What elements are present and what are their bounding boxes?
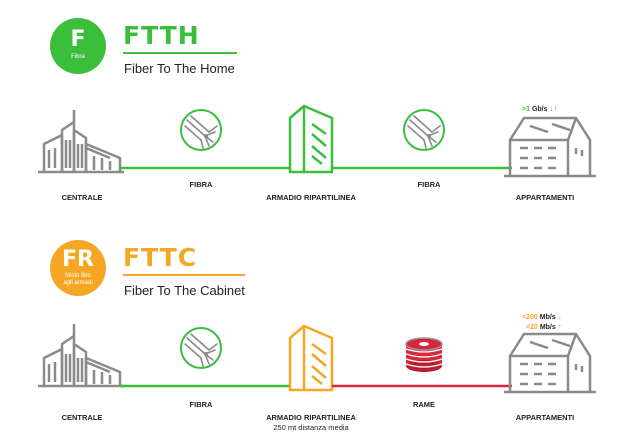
fttc-badge-sub-1: Misto fibo — [65, 273, 91, 279]
ftth-appartamenti-building — [502, 116, 598, 178]
ftth-speed-arrows-icon: ↓↑ — [549, 104, 558, 113]
fttc-label-appartamenti: APPARTAMENTI — [515, 413, 575, 422]
fttc-label-fibra: FIBRA — [189, 400, 213, 409]
fttc-title-underline — [123, 274, 245, 276]
ftth-badge: F Fibra — [50, 18, 106, 74]
fttc-centrale-building — [36, 322, 126, 388]
fttc-speed-down: <200 Mb/s ↓ — [522, 312, 562, 321]
fttc-badge-letter: FR — [62, 247, 94, 272]
fttc-speed-up: <20 Mb/s ↑ — [526, 322, 562, 331]
ftth-speed-unit: Gb/s — [531, 106, 548, 113]
ftth-label-centrale: CENTRALE — [61, 193, 103, 202]
fttc-badge-sub-2: agli armadi — [63, 280, 93, 286]
fttc-speed-down-value: <200 — [522, 314, 538, 321]
ftth-label-fibra-2: FIBRA — [417, 180, 441, 189]
ftth-speed-value: >1 — [522, 106, 530, 113]
ftth-badge-letter: F — [70, 27, 86, 52]
fttc-subtitle: Fiber To The Cabinet — [124, 283, 245, 298]
fttc-label-centrale: CENTRALE — [61, 413, 103, 422]
fttc-title: FTTC — [123, 243, 198, 272]
ftth-subtitle: Fiber To The Home — [124, 61, 235, 76]
ftth-title-underline — [123, 52, 237, 54]
fttc-label-armadio-sub: 250 mt distanza media — [273, 423, 349, 432]
ftth-centrale-building — [36, 108, 126, 174]
arrow-down-icon: ↓ — [557, 312, 562, 321]
fttc-badge: FR Misto fibo agli armadi — [50, 240, 106, 296]
fttc-appartamenti-building — [502, 332, 598, 394]
copper-spool-icon — [405, 337, 443, 372]
ftth-label-appartamenti: APPARTAMENTI — [515, 193, 575, 202]
ftth-speed: >1 Gb/s ↓↑ — [522, 104, 557, 113]
ftth-label-fibra-1: FIBRA — [189, 180, 213, 189]
fttc-cabinet-icon — [288, 324, 334, 392]
ftth-badge-sub: Fibra — [71, 54, 85, 60]
fttc-label-armadio: ARMADIO RIPARTILINEA — [266, 413, 356, 422]
fttc-fiber-icon — [180, 327, 222, 369]
ftth-cabinet-icon — [288, 104, 334, 174]
ftth-fiber-icon-1 — [180, 109, 222, 151]
ftth-label-armadio: ARMADIO RIPARTILINEA — [266, 193, 356, 202]
ftth-fiber-icon-2 — [403, 109, 445, 151]
fttc-speed-up-value: <20 — [526, 324, 538, 331]
fttc-label-rame: RAME — [412, 400, 436, 409]
arrow-up-icon: ↑ — [557, 322, 562, 331]
fttc-speed-down-unit: Mb/s — [539, 314, 556, 321]
ftth-title: FTTH — [123, 21, 200, 50]
fttc-speed-up-unit: Mb/s — [539, 324, 556, 331]
